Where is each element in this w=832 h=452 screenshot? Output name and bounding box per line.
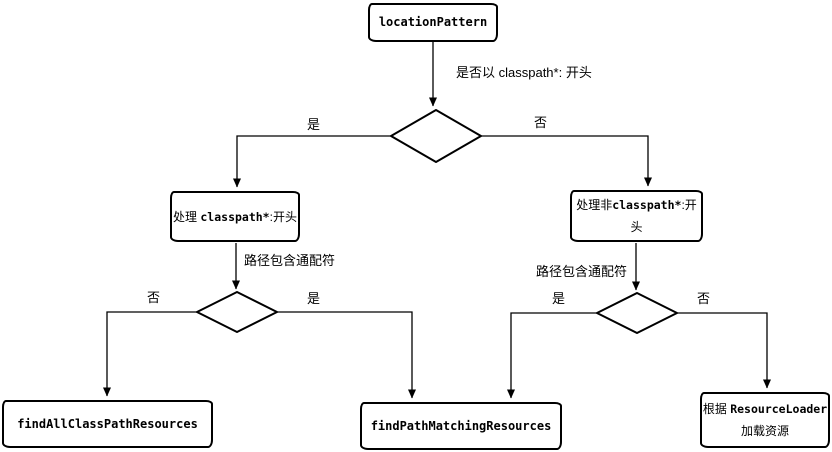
node-find-all-classpath-resources: findAllClassPathResources bbox=[2, 400, 213, 448]
edge-label-question-top: 是否以 classpath*: 开头 bbox=[455, 62, 593, 81]
edge-label-wildcard-left: 路径包含通配符 bbox=[243, 250, 337, 269]
decision-diamond-left bbox=[196, 291, 278, 333]
edge-label-no-left: 否 bbox=[146, 287, 162, 306]
edge-label-yes-top: 是 bbox=[306, 114, 322, 133]
decision-diamond-right bbox=[596, 292, 678, 334]
edge-label-no-top: 否 bbox=[533, 112, 549, 131]
node-find-path-matching-resources-label: findPathMatchingResources bbox=[370, 418, 552, 433]
edge-right-yes bbox=[507, 312, 597, 399]
edge-label-yes-right: 是 bbox=[551, 288, 567, 307]
edge-right-no bbox=[677, 312, 771, 389]
edge-top-yes bbox=[233, 135, 391, 188]
node-handle-classpath: 处理 classpath*:开头 bbox=[170, 191, 300, 242]
node-find-path-matching-resources: findPathMatchingResources bbox=[360, 402, 562, 450]
edge-label-yes-left: 是 bbox=[306, 288, 322, 307]
node-handle-non-classpath: 处理非classpath*:开头 bbox=[570, 190, 703, 242]
edge-top-no bbox=[481, 135, 652, 187]
node-find-all-classpath-resources-label: findAllClassPathResources bbox=[17, 416, 198, 431]
edge-label-no-right: 否 bbox=[696, 288, 712, 307]
decision-diamond-top bbox=[390, 109, 482, 163]
node-location-pattern-label: locationPattern bbox=[378, 15, 488, 30]
node-location-pattern: locationPattern bbox=[368, 3, 498, 42]
edge-left-no bbox=[103, 311, 197, 397]
edge-label-wildcard-right: 路径包含通配符 bbox=[535, 261, 629, 280]
edge-left-yes bbox=[277, 311, 416, 399]
